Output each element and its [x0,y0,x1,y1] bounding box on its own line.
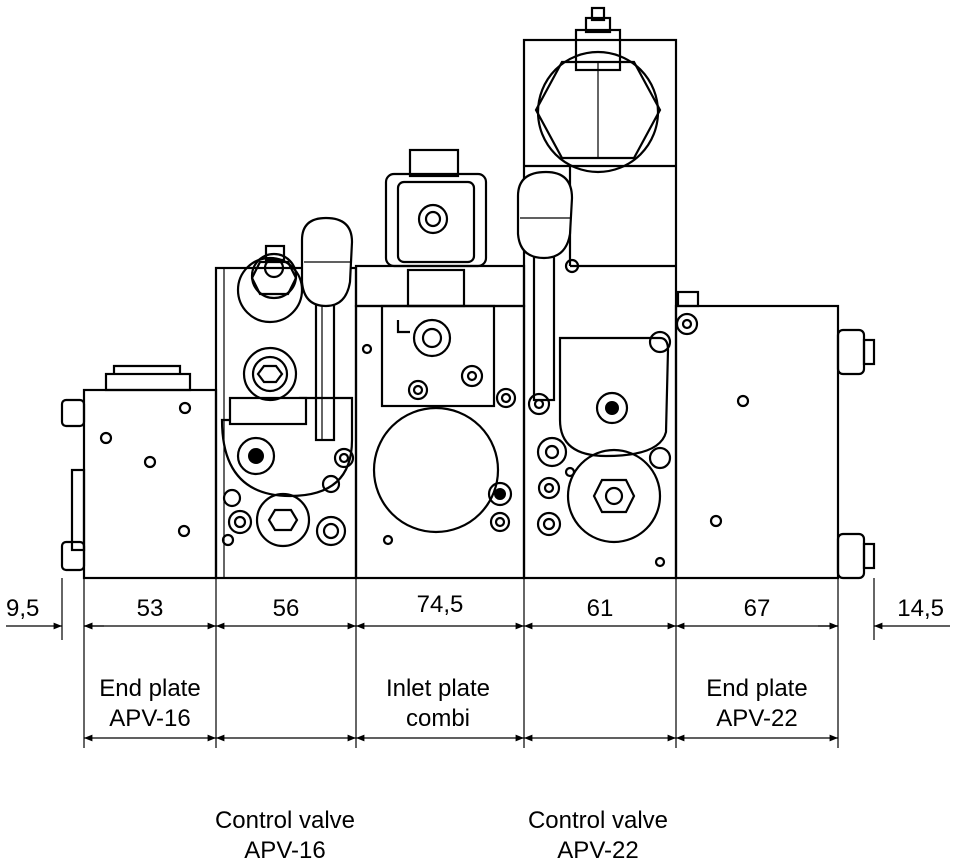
label-control-valve-right-line2: APV-22 [557,837,638,864]
dim-segment-3: 74,5 [417,591,464,618]
dimension-lines [6,578,950,748]
section-labels: End plate APV-16 Inlet plate combi End p… [99,675,807,864]
label-inlet-plate-line1: Inlet plate [386,675,490,702]
dim-segment-1: 53 [137,595,164,622]
control-valve-right-body [516,6,678,580]
inlet-plate-body [354,148,526,580]
dimension-values: 9,5 53 56 74,5 61 67 14,5 [6,591,944,622]
label-control-valve-left-line1: Control valve [215,807,355,834]
end-plate-right-body [674,290,876,580]
label-inlet-plate-line2: combi [406,705,470,732]
label-control-valve-right-line1: Control valve [528,807,668,834]
dim-right-offset: 14,5 [897,595,944,622]
assembly-body [60,6,876,580]
control-valve-left-body [214,216,358,580]
dim-segment-5: 67 [744,595,771,622]
label-end-plate-left-line1: End plate [99,675,200,702]
dim-segment-2: 56 [273,595,300,622]
dim-left-offset: 9,5 [6,595,39,622]
label-control-valve-left-line2: APV-16 [244,837,325,864]
dim-segment-4: 61 [587,595,614,622]
label-end-plate-right-line2: APV-22 [716,705,797,732]
label-end-plate-left-line2: APV-16 [109,705,190,732]
label-end-plate-right-line1: End plate [706,675,807,702]
end-plate-left-body [60,364,218,580]
